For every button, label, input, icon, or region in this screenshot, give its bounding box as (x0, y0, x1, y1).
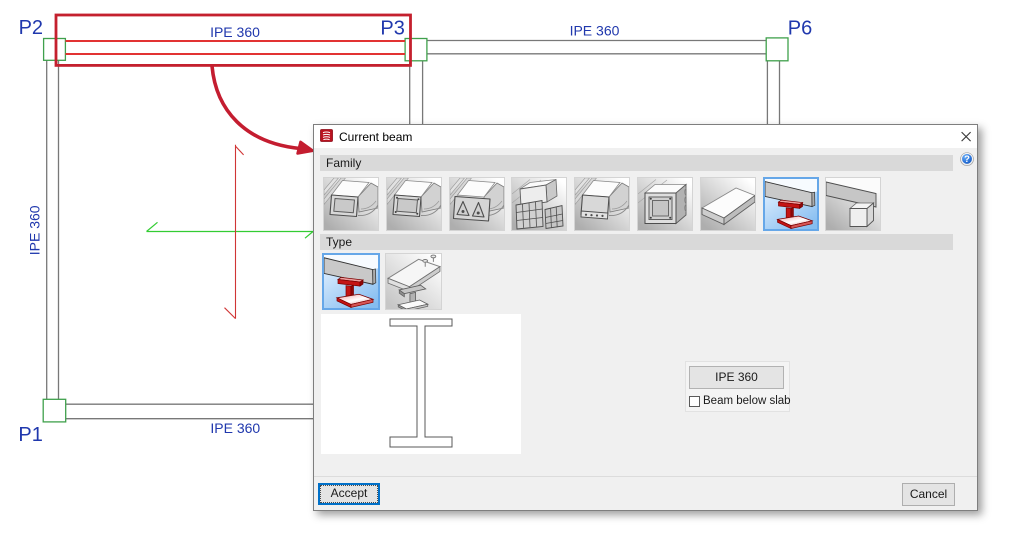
svg-text:IPE 360: IPE 360 (27, 205, 43, 255)
svg-text:P1: P1 (18, 424, 42, 446)
svg-text:IPE 360: IPE 360 (210, 420, 260, 436)
svg-text:P3: P3 (380, 18, 404, 40)
svg-text:IPE 360: IPE 360 (570, 23, 620, 39)
svg-text:?: ? (964, 154, 970, 165)
svg-text:P6: P6 (788, 18, 812, 40)
svg-text:IPE 360: IPE 360 (210, 24, 260, 40)
svg-text:P2: P2 (19, 17, 43, 39)
